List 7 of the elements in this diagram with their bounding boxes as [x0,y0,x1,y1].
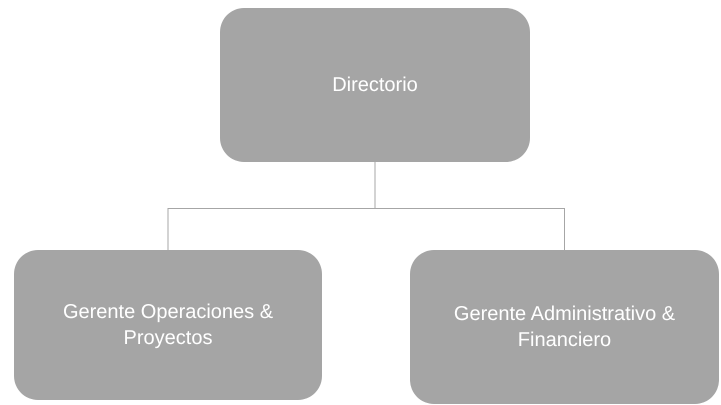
role-title: Directorio [332,73,418,98]
role-box [220,8,530,162]
role-title: Gerente Administrativo & Financiero [452,302,676,353]
role-box [410,250,719,404]
role-box [14,250,322,400]
connector-line [374,162,565,250]
role-title: Gerente Operaciones & Proyectos [62,300,274,351]
